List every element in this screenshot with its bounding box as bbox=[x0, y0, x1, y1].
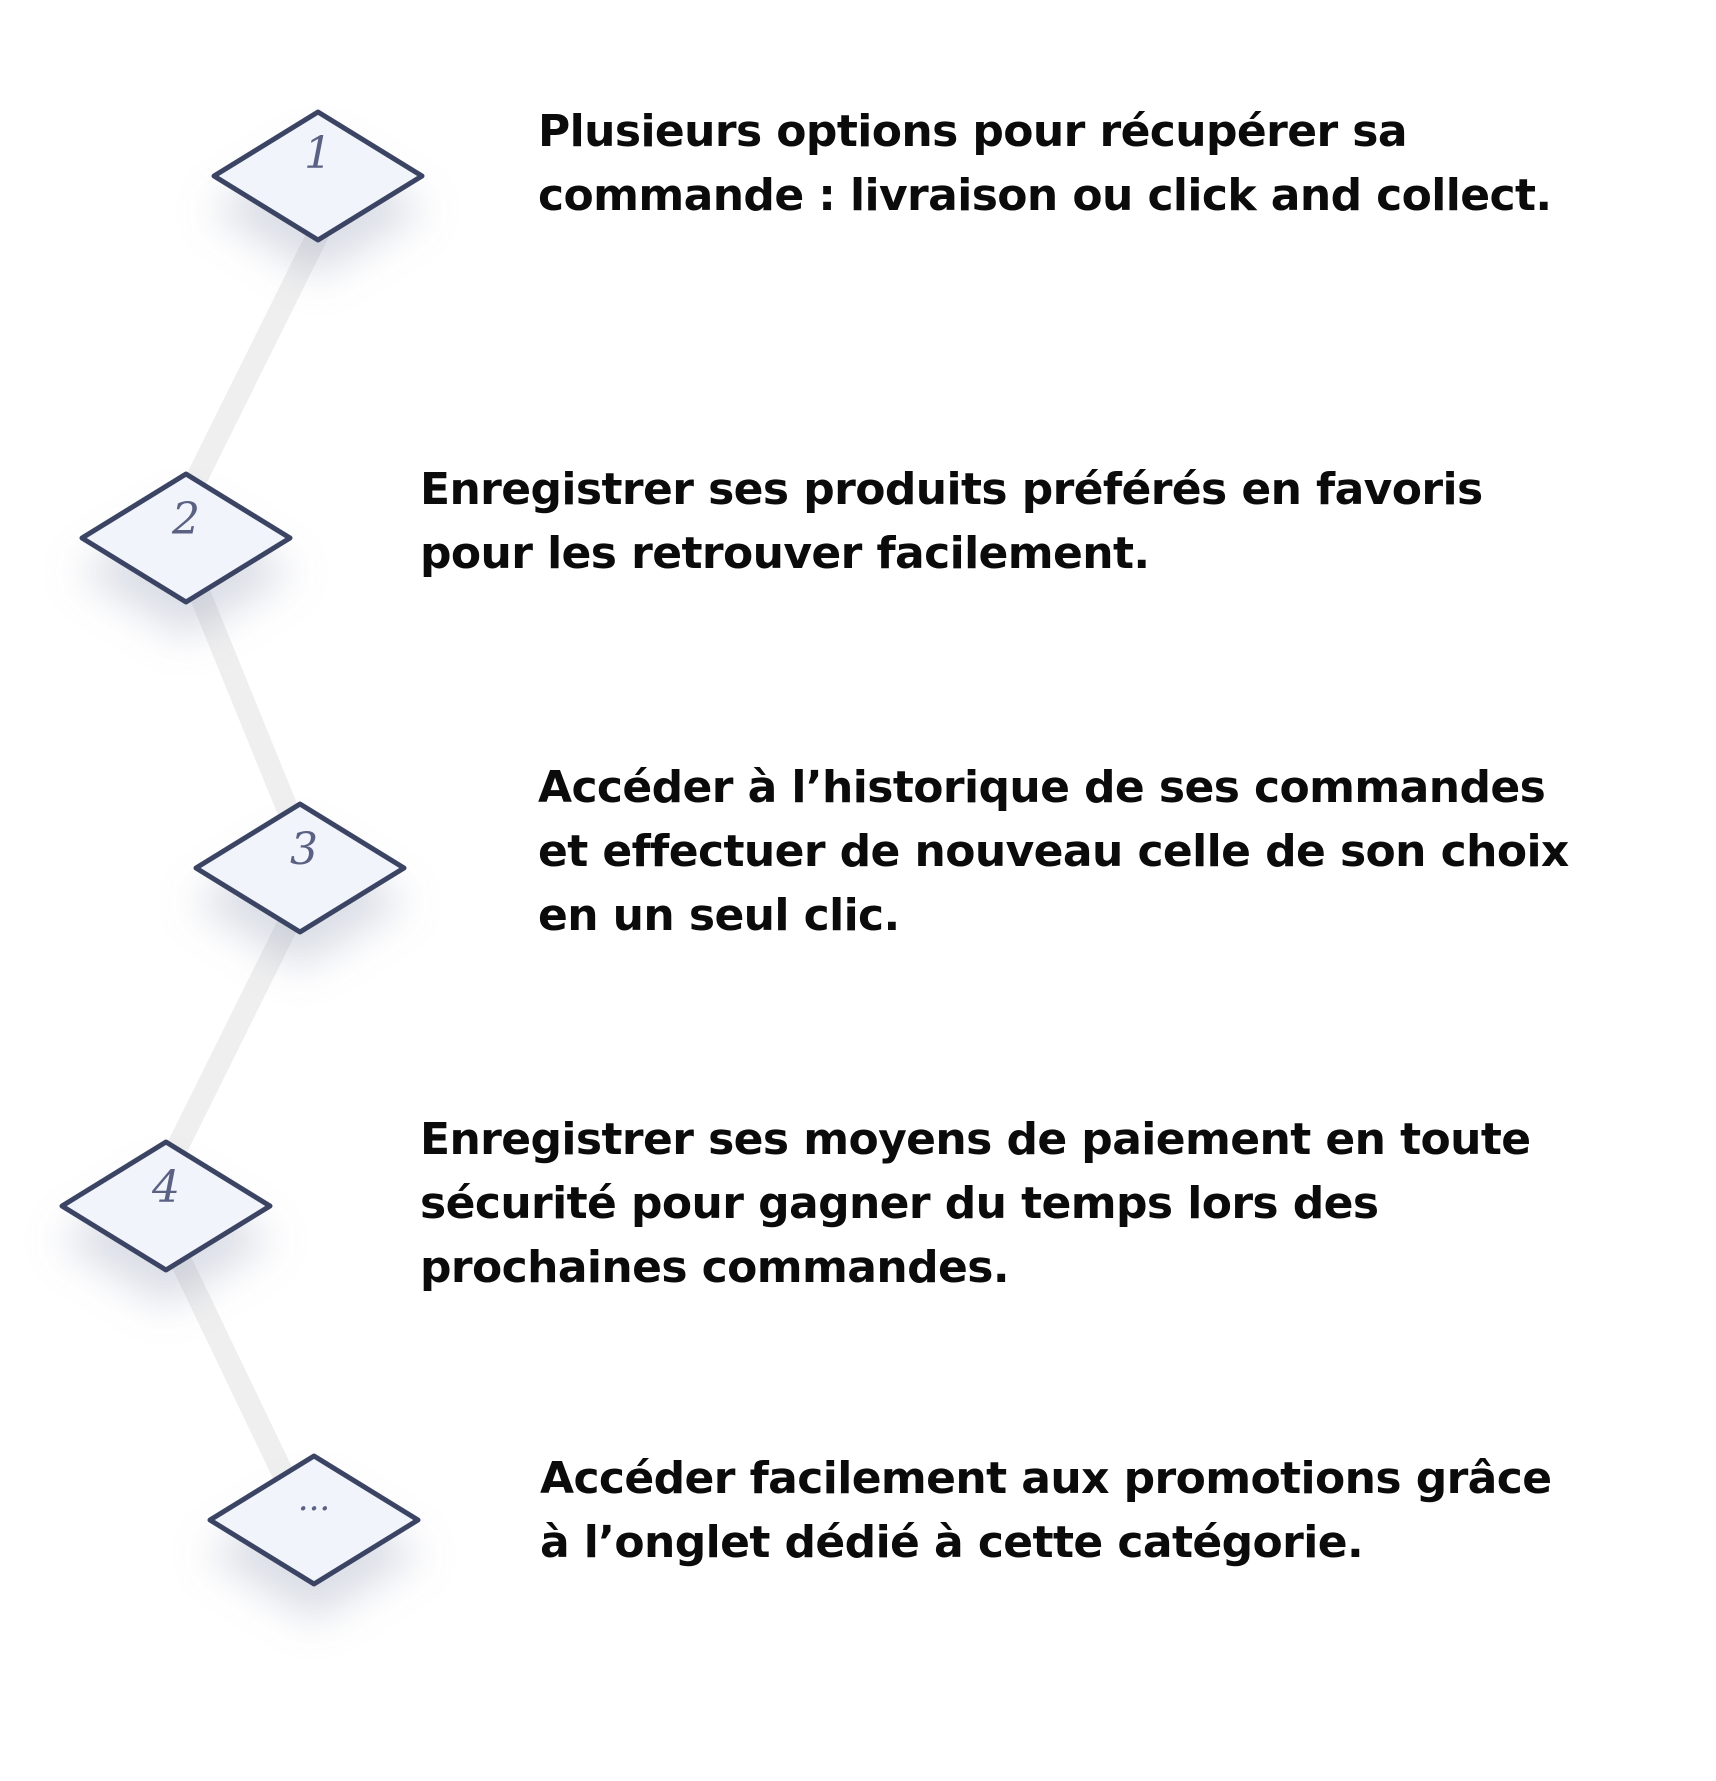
step-badge-3: 3 bbox=[193, 801, 407, 935]
step-badge-5: ... bbox=[207, 1453, 421, 1587]
step-description-1: Plusieurs options pour récupérer sa comm… bbox=[538, 100, 1552, 228]
step-number-2: 2 bbox=[171, 494, 200, 545]
step-description-4: Enregistrer ses moyens de paiement en to… bbox=[420, 1108, 1531, 1300]
step-number-3: 3 bbox=[290, 824, 318, 875]
connector-2-3 bbox=[175, 549, 311, 851]
step-4-line-3: prochaines commandes. bbox=[420, 1242, 1010, 1293]
step-badge-2: 2 bbox=[79, 471, 293, 605]
step-5-line-1: Accéder facilement aux promotions grâce bbox=[540, 1453, 1552, 1504]
step-4-line-1: Enregistrer ses moyens de paiement en to… bbox=[420, 1114, 1531, 1165]
step-3-line-2: et effectuer de nouveau celle de son cho… bbox=[538, 826, 1569, 877]
step-number-4: 4 bbox=[151, 1162, 180, 1213]
step-badge-1: 1 bbox=[211, 109, 425, 243]
step-2-line-2: pour les retrouver facilement. bbox=[420, 528, 1150, 579]
step-1-line-1: Plusieurs options pour récupérer sa bbox=[538, 106, 1408, 157]
step-number-5: ... bbox=[298, 1479, 330, 1519]
step-3-line-1: Accéder à l’historique de ses commandes bbox=[538, 762, 1546, 813]
connectors bbox=[155, 223, 329, 1491]
step-1-line-2: commande : livraison ou click and collec… bbox=[538, 170, 1552, 221]
step-3-line-3: en un seul clic. bbox=[538, 890, 900, 941]
step-description-5: Accéder facilement aux promotions grâce … bbox=[540, 1447, 1552, 1575]
connector-3-4 bbox=[155, 889, 311, 1181]
connector-1-2 bbox=[175, 223, 329, 511]
step-number-1: 1 bbox=[304, 128, 332, 179]
step-description-3: Accéder à l’historique de ses commandes … bbox=[538, 756, 1569, 948]
step-2-line-1: Enregistrer ses produits préférés en fav… bbox=[420, 464, 1483, 515]
connector-4-5 bbox=[155, 1219, 297, 1491]
step-5-line-2: à l’onglet dédié à cette catégorie. bbox=[540, 1517, 1364, 1568]
step-4-line-2: sécurité pour gagner du temps lors des bbox=[420, 1178, 1379, 1229]
step-badge-4: 4 bbox=[59, 1139, 273, 1273]
step-description-2: Enregistrer ses produits préférés en fav… bbox=[420, 458, 1483, 586]
